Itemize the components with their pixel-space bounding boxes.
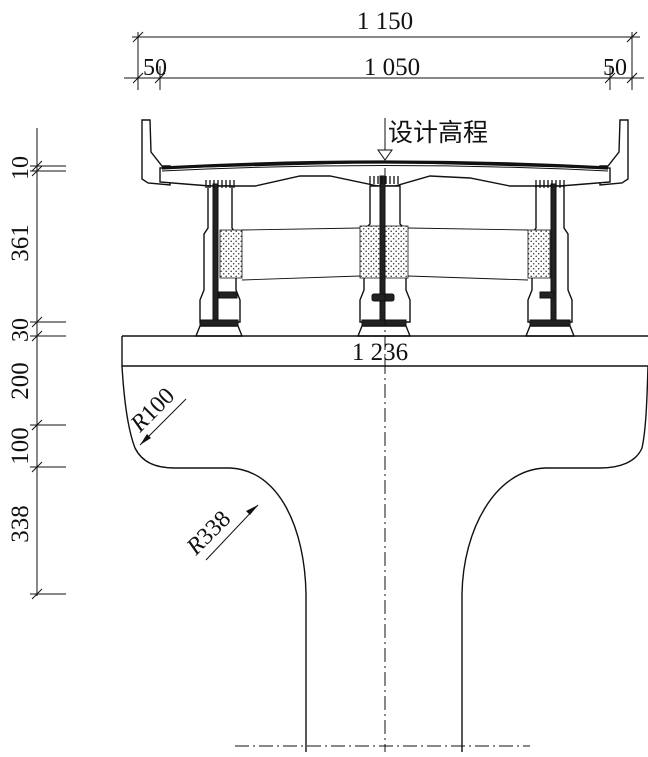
dim-v-338: 338 [7, 505, 34, 543]
center-lines [235, 168, 530, 752]
dim-v-361: 361 [7, 224, 34, 262]
radius-r338 [205, 504, 259, 561]
girder-right [524, 180, 576, 337]
girder-left [194, 180, 244, 337]
design-elevation-label: 设计高程 [388, 119, 488, 147]
design-elevation-marker [372, 118, 398, 163]
dim-cap-width: 1 236 [352, 339, 408, 366]
diaphragms [241, 227, 529, 281]
dim-left-edge: 50 [143, 55, 167, 81]
dim-v-200: 200 [7, 362, 34, 400]
radius-r100 [139, 398, 187, 446]
radius-r100-label: R100 [125, 383, 180, 438]
radius-r338-label: R338 [181, 506, 236, 561]
dim-v-100: 100 [7, 427, 34, 465]
dim-middle: 1 050 [364, 54, 420, 81]
left-dimension-lines [30, 128, 66, 600]
girder-middle [356, 175, 412, 337]
dim-top-total: 1 150 [357, 8, 413, 35]
dim-right-edge: 50 [603, 55, 627, 81]
dim-v-10: 10 [8, 156, 34, 180]
dim-v-30: 30 [8, 318, 34, 342]
top-dimension-lines [124, 31, 644, 90]
